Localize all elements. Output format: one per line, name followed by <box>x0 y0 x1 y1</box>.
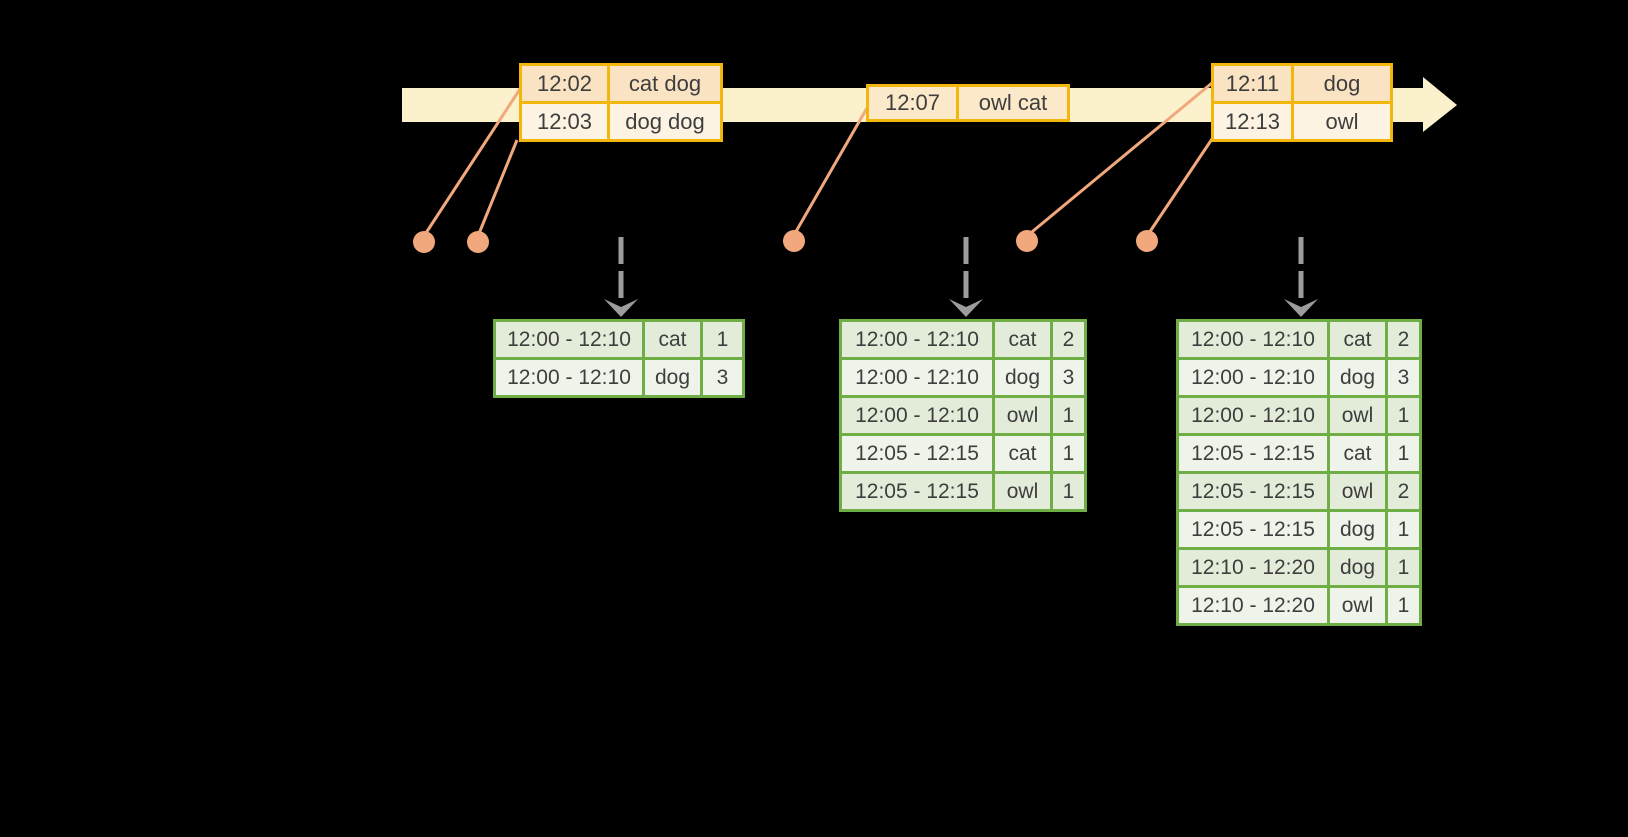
event-connector-line <box>1145 138 1214 237</box>
event-connector-line <box>422 88 522 237</box>
event-dot-icon <box>783 230 805 252</box>
word-cell: owl <box>1330 588 1385 623</box>
window-cell: 12:00 - 12:10 <box>842 398 992 433</box>
word-cell: dog <box>1330 512 1385 547</box>
count-cell: 1 <box>1053 398 1084 433</box>
window-cell: 12:05 - 12:15 <box>842 474 992 509</box>
count-cell: 1 <box>1388 436 1419 471</box>
count-cell: 1 <box>703 322 742 357</box>
window-cell: 12:10 - 12:20 <box>1179 588 1327 623</box>
word-cell: dog <box>645 360 700 395</box>
count-cell: 2 <box>1388 474 1419 509</box>
word-cell: cat <box>1330 436 1385 471</box>
window-cell: 12:05 - 12:15 <box>1179 474 1327 509</box>
count-cell: 2 <box>1053 322 1084 357</box>
count-cell: 3 <box>1388 360 1419 395</box>
count-cell: 3 <box>1053 360 1084 395</box>
word-cell: dog <box>995 360 1050 395</box>
event-table-2: 12:07 owl cat <box>866 84 1070 122</box>
window-cell: 12:00 - 12:10 <box>1179 322 1327 357</box>
word-cell: cat <box>645 322 700 357</box>
event-table-3: 12:11 dog 12:13 owl <box>1211 63 1393 142</box>
word-cell: cat <box>995 436 1050 471</box>
trigger-arrowhead-icon <box>604 299 638 317</box>
event-dot-icon <box>1016 230 1038 252</box>
event-dot-icon <box>1136 230 1158 252</box>
event-table-1: 12:02 cat dog 12:03 dog dog <box>519 63 723 142</box>
window-cell: 12:05 - 12:15 <box>842 436 992 471</box>
result-table-3: 12:00 - 12:10 cat 2 12:00 - 12:10 dog 3 … <box>1176 319 1422 626</box>
window-cell: 12:00 - 12:10 <box>1179 398 1327 433</box>
word-cell: cat <box>1330 322 1385 357</box>
words-cell: owl cat <box>959 87 1067 119</box>
word-cell: owl <box>1330 474 1385 509</box>
count-cell: 2 <box>1388 322 1419 357</box>
words-cell: owl <box>1294 104 1390 139</box>
time-cell: 12:11 <box>1214 66 1291 101</box>
time-cell: 12:02 <box>522 66 607 101</box>
window-cell: 12:00 - 12:10 <box>842 360 992 395</box>
event-dot-icon <box>413 231 435 253</box>
count-cell: 1 <box>1388 398 1419 433</box>
count-cell: 1 <box>1053 474 1084 509</box>
time-cell: 12:07 <box>869 87 956 119</box>
word-cell: dog <box>1330 550 1385 585</box>
trigger-arrowhead-icon <box>949 299 983 317</box>
window-cell: 12:05 - 12:15 <box>1179 512 1327 547</box>
window-cell: 12:00 - 12:10 <box>496 360 642 395</box>
timeline-arrowhead-icon <box>1423 77 1457 132</box>
word-cell: owl <box>995 474 1050 509</box>
result-table-2: 12:00 - 12:10 cat 2 12:00 - 12:10 dog 3 … <box>839 319 1087 512</box>
word-cell: owl <box>1330 398 1385 433</box>
count-cell: 3 <box>703 360 742 395</box>
event-dot-icon <box>467 231 489 253</box>
window-cell: 12:10 - 12:20 <box>1179 550 1327 585</box>
count-cell: 1 <box>1388 512 1419 547</box>
trigger-arrowhead-icon <box>1284 299 1318 317</box>
words-cell: dog dog <box>610 104 720 139</box>
window-cell: 12:00 - 12:10 <box>1179 360 1327 395</box>
time-cell: 12:13 <box>1214 104 1291 139</box>
event-connector-line <box>476 139 519 237</box>
count-cell: 1 <box>1388 550 1419 585</box>
words-cell: dog <box>1294 66 1390 101</box>
event-connector-line <box>792 107 869 236</box>
word-cell: dog <box>1330 360 1385 395</box>
window-cell: 12:05 - 12:15 <box>1179 436 1327 471</box>
window-cell: 12:00 - 12:10 <box>842 322 992 357</box>
count-cell: 1 <box>1053 436 1084 471</box>
word-cell: cat <box>995 322 1050 357</box>
window-cell: 12:00 - 12:10 <box>496 322 642 357</box>
time-cell: 12:03 <box>522 104 607 139</box>
word-cell: owl <box>995 398 1050 433</box>
words-cell: cat dog <box>610 66 720 101</box>
result-table-1: 12:00 - 12:10 cat 1 12:00 - 12:10 dog 3 <box>493 319 745 398</box>
event-connector-line <box>1026 81 1213 238</box>
count-cell: 1 <box>1388 588 1419 623</box>
